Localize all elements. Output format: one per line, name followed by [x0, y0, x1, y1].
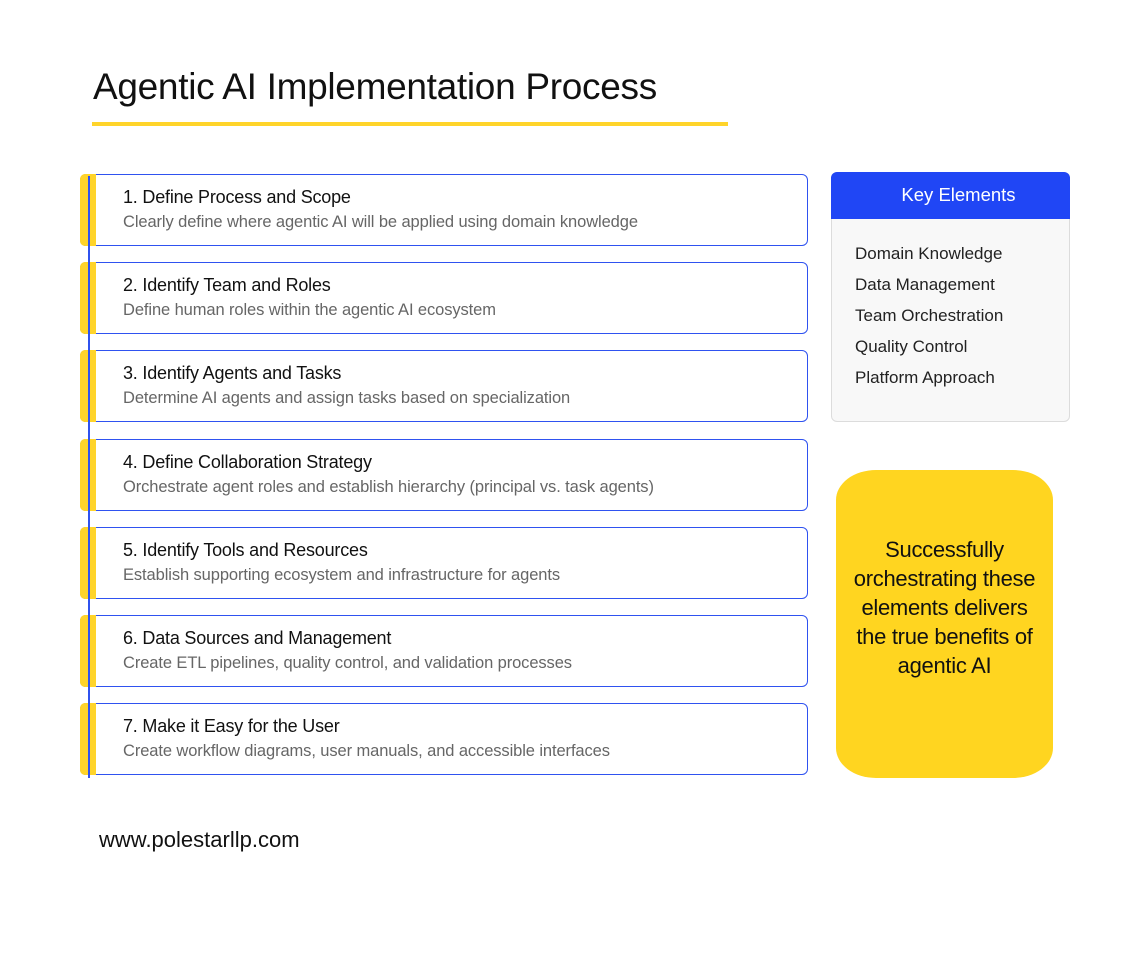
- key-element-item: Quality Control: [855, 337, 968, 356]
- step-description: Determine AI agents and assign tasks bas…: [123, 389, 571, 407]
- step-card-5: 5. Identify Tools and Resources Establis…: [80, 527, 808, 599]
- step-card-6: 6. Data Sources and Management Create ET…: [80, 615, 808, 687]
- key-elements-list: Domain Knowledge Data Management Team Or…: [855, 243, 1003, 398]
- step-card-3: 3. Identify Agents and Tasks Determine A…: [80, 350, 808, 422]
- key-element-item: Domain Knowledge: [855, 244, 1003, 263]
- step-description: Define human roles within the agentic AI…: [123, 301, 496, 319]
- step-description: Create workflow diagrams, user manuals, …: [123, 742, 610, 760]
- step-description: Clearly define where agentic AI will be …: [123, 213, 638, 231]
- callout-text: Successfully orchestrating these element…: [853, 536, 1036, 678]
- step-title: 7. Make it Easy for the User: [123, 716, 340, 736]
- step-title: 6. Data Sources and Management: [123, 628, 392, 648]
- step-card-2: 2. Identify Team and Roles Define human …: [80, 262, 808, 334]
- key-elements-header: Key Elements: [831, 172, 1070, 219]
- step-description: Create ETL pipelines, quality control, a…: [123, 654, 572, 672]
- step-description: Orchestrate agent roles and establish hi…: [123, 478, 654, 496]
- footer-website: www.polestarllp.com: [99, 827, 300, 852]
- key-element-item: Platform Approach: [855, 368, 995, 387]
- key-element-item: Data Management: [855, 275, 995, 294]
- title-underline: [92, 122, 728, 126]
- step-card-7: 7. Make it Easy for the User Create work…: [80, 703, 808, 775]
- step-title: 3. Identify Agents and Tasks: [123, 363, 342, 383]
- step-title: 2. Identify Team and Roles: [123, 275, 331, 295]
- step-title: 4. Define Collaboration Strategy: [123, 452, 372, 472]
- step-title: 5. Identify Tools and Resources: [123, 540, 368, 560]
- step-title: 1. Define Process and Scope: [123, 187, 351, 207]
- timeline-line: [88, 176, 90, 778]
- step-card-4: 4. Define Collaboration Strategy Orchest…: [80, 439, 808, 511]
- key-element-item: Team Orchestration: [855, 306, 1004, 325]
- callout-badge: Successfully orchestrating these element…: [836, 470, 1053, 778]
- key-elements-panel: Key Elements Domain Knowledge Data Manag…: [831, 172, 1070, 422]
- step-description: Establish supporting ecosystem and infra…: [123, 566, 560, 584]
- page-title: Agentic AI Implementation Process: [93, 66, 657, 107]
- step-card-1: 1. Define Process and Scope Clearly defi…: [80, 174, 808, 246]
